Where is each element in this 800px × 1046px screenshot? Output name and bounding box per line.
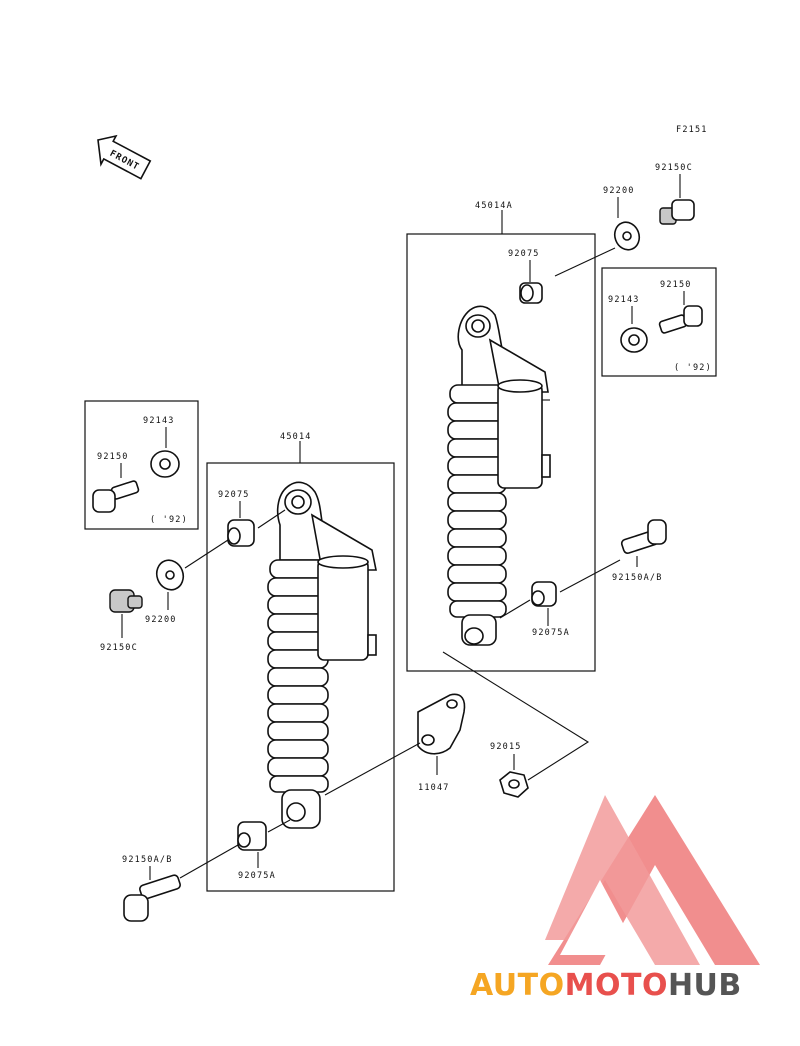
label-r-92150C: 92150C bbox=[655, 163, 693, 173]
label-l-92200: 92200 bbox=[145, 615, 177, 625]
r-year-note: ( '92) bbox=[674, 363, 712, 373]
label-r-92075A: 92075A bbox=[532, 628, 570, 638]
right-spring bbox=[447, 384, 507, 618]
l-bolt-92150C bbox=[109, 589, 143, 613]
nut-92015 bbox=[499, 771, 529, 798]
label-r-92200: 92200 bbox=[603, 186, 635, 196]
label-45014: 45014 bbox=[280, 432, 312, 442]
bracket-11047 bbox=[417, 693, 466, 755]
label-r-92143: 92143 bbox=[608, 295, 640, 305]
label-l-92143: 92143 bbox=[143, 416, 175, 426]
r-bolt-92150 bbox=[658, 305, 703, 334]
label-l-92075: 92075 bbox=[218, 490, 250, 500]
right-shock-frame bbox=[406, 233, 596, 672]
l-grommet-92143 bbox=[150, 450, 180, 478]
label-r-92075: 92075 bbox=[508, 249, 540, 259]
l-washer bbox=[155, 559, 185, 591]
svg-text:AUTOMOTOHUB: AUTOMOTOHUB bbox=[470, 968, 742, 1003]
left-spring bbox=[267, 559, 329, 793]
l-bushing-bottom bbox=[237, 821, 267, 851]
ref-code: F2151 bbox=[676, 125, 708, 135]
left-shock-absorber bbox=[267, 481, 377, 829]
label-45014A: 45014A bbox=[475, 201, 513, 211]
r-bolt-92150AB bbox=[620, 519, 667, 554]
label-11047: 11047 bbox=[418, 783, 450, 793]
right-inset-box bbox=[601, 267, 717, 377]
wm-moto: MOTO bbox=[565, 968, 668, 1003]
r-bolt-92150C bbox=[659, 199, 695, 225]
r-bushing-bottom bbox=[531, 581, 557, 607]
r-washer bbox=[613, 221, 641, 251]
label-r-92150AB: 92150A/B bbox=[612, 573, 663, 583]
r-bushing-top bbox=[519, 282, 543, 304]
label-l-92075A: 92075A bbox=[238, 871, 276, 881]
watermark-logo bbox=[545, 795, 760, 965]
label-l-92150AB: 92150A/B bbox=[122, 855, 173, 865]
label-r-92150: 92150 bbox=[660, 280, 692, 290]
right-shock-absorber bbox=[447, 305, 551, 646]
front-arrow-badge: FRONT bbox=[97, 134, 152, 180]
wm-auto: AUTO bbox=[470, 968, 565, 1003]
l-year-note: ( '92) bbox=[150, 515, 188, 525]
left-inset-box bbox=[84, 400, 199, 530]
watermark-text: AUTOMOTOHUB bbox=[470, 968, 742, 1003]
l-bolt-92150AB bbox=[123, 874, 181, 922]
r-grommet-92143 bbox=[620, 327, 648, 353]
wm-hub: HUB bbox=[668, 968, 742, 1003]
label-l-92150C: 92150C bbox=[100, 643, 138, 653]
label-92015: 92015 bbox=[490, 742, 522, 752]
label-l-92150: 92150 bbox=[97, 452, 129, 462]
l-bolt-92150 bbox=[92, 480, 140, 513]
l-bushing-top bbox=[227, 519, 255, 547]
